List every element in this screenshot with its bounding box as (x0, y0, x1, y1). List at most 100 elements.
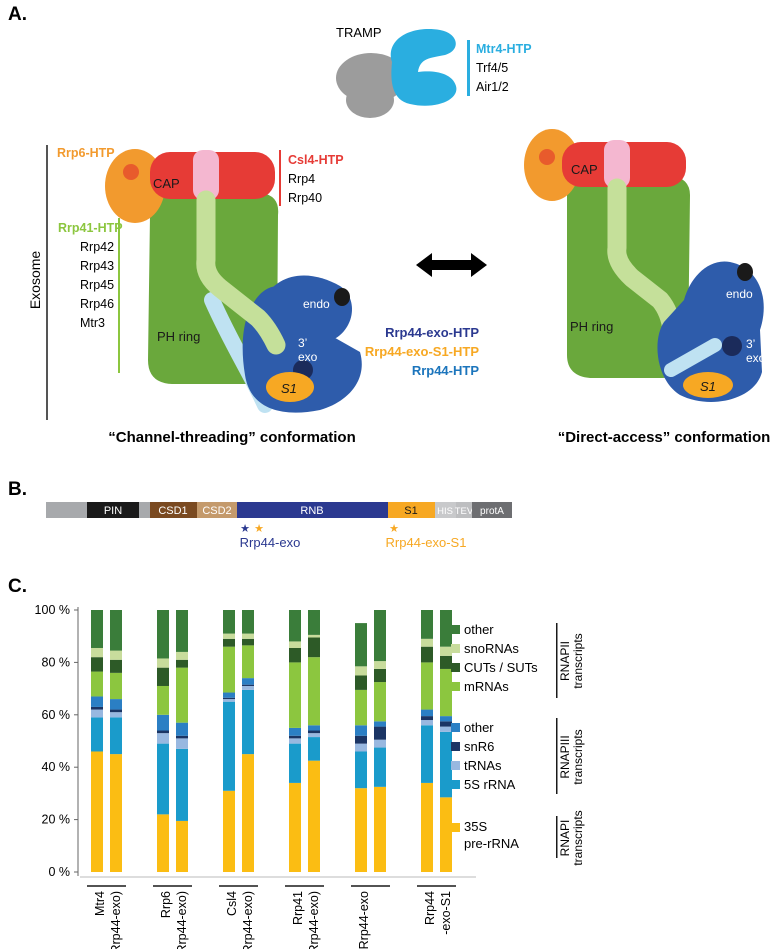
legend-swatch-35s (451, 823, 460, 832)
tramp-title: TRAMP (336, 25, 382, 40)
double-arrow-icon (416, 253, 487, 277)
bar-segment (421, 662, 433, 710)
y-tick-label: 20 % (42, 813, 71, 827)
mutant-exo-label: Rrp44-exo (240, 535, 301, 550)
y-tick-label: 80 % (42, 655, 71, 669)
group-label: (Rrp44-exo) (241, 891, 255, 949)
bar-segment (110, 659, 122, 673)
domain-pin-label: PIN (104, 505, 122, 517)
bar-segment (223, 697, 235, 700)
legend-label-other-piii: other (464, 720, 494, 735)
bar-segment (355, 689, 367, 726)
rnapiii-bracket (556, 718, 558, 794)
csl4-label: Csl4-HTP (288, 153, 344, 167)
tramp-diagram: TRAMP Mtr4-HTP Trf4/5 Air1/2 (336, 25, 532, 118)
bar-segment (91, 717, 103, 752)
bar-segment (308, 725, 320, 731)
legend-swatch-cuts (451, 663, 460, 672)
rnapiii-label-1: RNAPIII (558, 735, 572, 778)
rrp46-label: Rrp46 (80, 297, 114, 311)
group-labels: Mtr4(Rrp44-exo)Rrp6(Rrp44-exo)Csl4(Rrp44… (87, 885, 456, 949)
rrp6-active-site (123, 164, 139, 180)
rnb-star-blue: ★ (240, 523, 250, 535)
bar-segment (308, 657, 320, 726)
domain-s1-label: S1 (404, 505, 417, 517)
endo-active-site-2 (737, 263, 753, 281)
rrp44-htp-label: Rrp44-HTP (412, 363, 480, 378)
ph-ring-label-2: PH ring (570, 319, 613, 334)
bar-segment (289, 735, 301, 739)
bar-segment (242, 610, 254, 634)
bar-segment (176, 659, 188, 668)
bar-segment (157, 658, 169, 668)
cap-label-2: CAP (571, 162, 598, 177)
s1-label: S1 (281, 381, 297, 396)
bar-segment (176, 610, 188, 652)
y-tick-label: 40 % (42, 760, 71, 774)
domain-rnb-label: RNB (300, 505, 323, 517)
bar-segment (421, 720, 433, 726)
legend-swatch-other-piii (451, 723, 460, 732)
bar-segment (242, 645, 254, 679)
legend-label-35s: 35S (464, 819, 487, 834)
domain-his-label: HIS (437, 506, 453, 517)
legend-label-snr6: snR6 (464, 739, 494, 754)
exosome-bracket (46, 145, 48, 420)
bar-segment (440, 721, 452, 727)
group-label: Csl4 (225, 891, 239, 916)
bar-segment (110, 712, 122, 718)
endo-label: endo (303, 297, 330, 311)
domain-his (435, 502, 456, 518)
rrp4-label: Rrp4 (288, 172, 315, 186)
rrp6-shape-2 (524, 129, 580, 201)
bar-segment (223, 790, 235, 872)
domain-csd1-label: CSD1 (158, 505, 187, 517)
bar-segment (289, 782, 301, 872)
conformation-arrow (416, 253, 487, 277)
legend-label-trnas: tRNAs (464, 758, 502, 773)
bar-segment (242, 754, 254, 872)
bar-segment (110, 754, 122, 872)
rnapi-label-1: RNAPI (558, 820, 572, 857)
bar-segment (421, 709, 433, 717)
direct-access-title: “Direct-access” conformation (558, 429, 771, 446)
bar-segment (374, 739, 386, 748)
panel-b-label: B. (8, 479, 27, 500)
bar-segment (242, 689, 254, 755)
tramp-mtr4-shape (390, 29, 457, 106)
bar-segment (289, 647, 301, 663)
tramp-trf-label: Trf4/5 (476, 61, 508, 75)
bar-segment (223, 692, 235, 698)
bar-segment (176, 748, 188, 821)
chart-legend: other snoRNAs CUTs / SUTs mRNAs other sn… (451, 622, 538, 851)
bar-segment (110, 672, 122, 700)
y-tick-label: 60 % (42, 708, 71, 722)
exosome-legend: Exosome Rrp6-HTP Rrp41-HTP Rrp42 Rrp43 R… (27, 145, 123, 420)
transcript-group-brackets: RNAPII transcripts RNAPIII transcripts R… (556, 623, 585, 866)
bar-segment (157, 667, 169, 686)
group-label: Rrp44 (423, 891, 437, 925)
bar-segment (157, 743, 169, 815)
bar-segment (355, 675, 367, 690)
group-label: (Rrp44-exo) (307, 891, 321, 949)
direct-access-complex: CAP PH ring endo 3’ exo S1 (524, 129, 766, 402)
legend-swatch-5s (451, 780, 460, 789)
endo-active-site (334, 288, 350, 306)
bar-segment (355, 788, 367, 872)
rnapii-label-1: RNAPII (558, 641, 572, 681)
bar-segment (308, 637, 320, 658)
bar-segment (223, 638, 235, 647)
bar-segment (176, 722, 188, 736)
exo-label-bottom: exo (298, 350, 318, 364)
mutant-exo-s1-label: Rrp44-exo-S1 (386, 535, 467, 550)
rrp44-exo-s1-htp-label: Rrp44-exo-S1-HTP (365, 344, 479, 359)
legend-label-5s: 5S rRNA (464, 777, 516, 792)
legend-swatch-snr6 (451, 742, 460, 751)
bar-segment (223, 646, 235, 693)
y-axis-ticks: 0 %20 %40 %60 %80 %100 % (35, 603, 78, 879)
bar-segment (110, 699, 122, 710)
panel-a-label: A. (8, 4, 27, 25)
domain-tev-label: TEV (455, 506, 474, 517)
group-label: -exo-S1 (439, 891, 453, 935)
bar-segment (242, 678, 254, 685)
